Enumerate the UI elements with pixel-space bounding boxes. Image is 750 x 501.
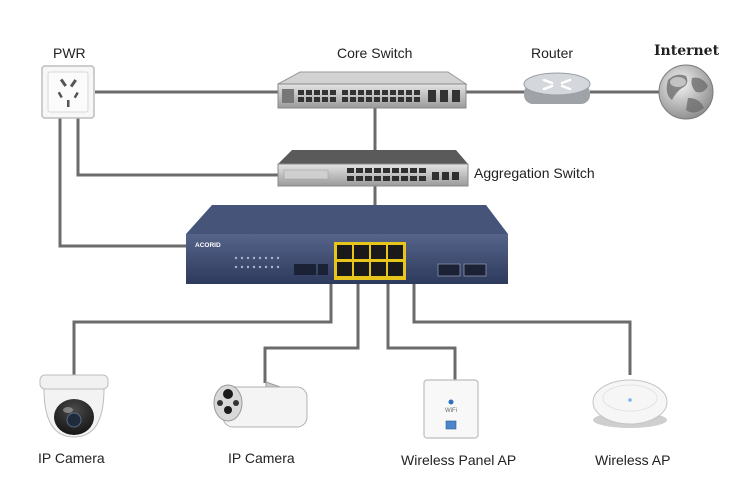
internet-globe-icon xyxy=(658,64,714,120)
ceiling-wireless-ap xyxy=(592,379,668,428)
switch-brand-text: ACORID xyxy=(195,242,221,249)
label-wireless-ap: Wireless AP xyxy=(595,452,671,468)
panel-wifi-text: WiFi xyxy=(445,408,457,414)
connection-lines xyxy=(58,90,662,383)
line-pwr-poe xyxy=(58,118,188,248)
bullet-camera xyxy=(213,381,308,428)
line-poe-wireless-ap xyxy=(412,282,632,375)
poe-switch: ACORID xyxy=(186,205,508,284)
wireless-panel-ap: WiFi xyxy=(423,379,479,439)
label-aggregation-switch: Aggregation Switch xyxy=(474,165,595,181)
line-poe-camera-dome xyxy=(72,282,333,375)
core-switch xyxy=(277,71,468,109)
aggregation-switch xyxy=(277,150,469,187)
label-ip-camera-bullet: IP Camera xyxy=(228,450,295,466)
label-ip-camera-dome: IP Camera xyxy=(38,450,105,466)
label-core-switch: Core Switch xyxy=(337,45,413,61)
power-outlet xyxy=(41,65,95,119)
label-router: Router xyxy=(531,45,574,61)
line-poe-camera-bullet xyxy=(263,282,360,383)
label-wireless-panel-ap: Wireless Panel AP xyxy=(401,452,517,468)
line-pwr-aggregation xyxy=(76,118,280,177)
label-pwr: PWR xyxy=(53,45,86,61)
label-internet: Internet xyxy=(654,43,720,59)
dome-camera xyxy=(39,374,109,438)
line-poe-panel-ap xyxy=(386,282,457,380)
router xyxy=(523,72,591,104)
